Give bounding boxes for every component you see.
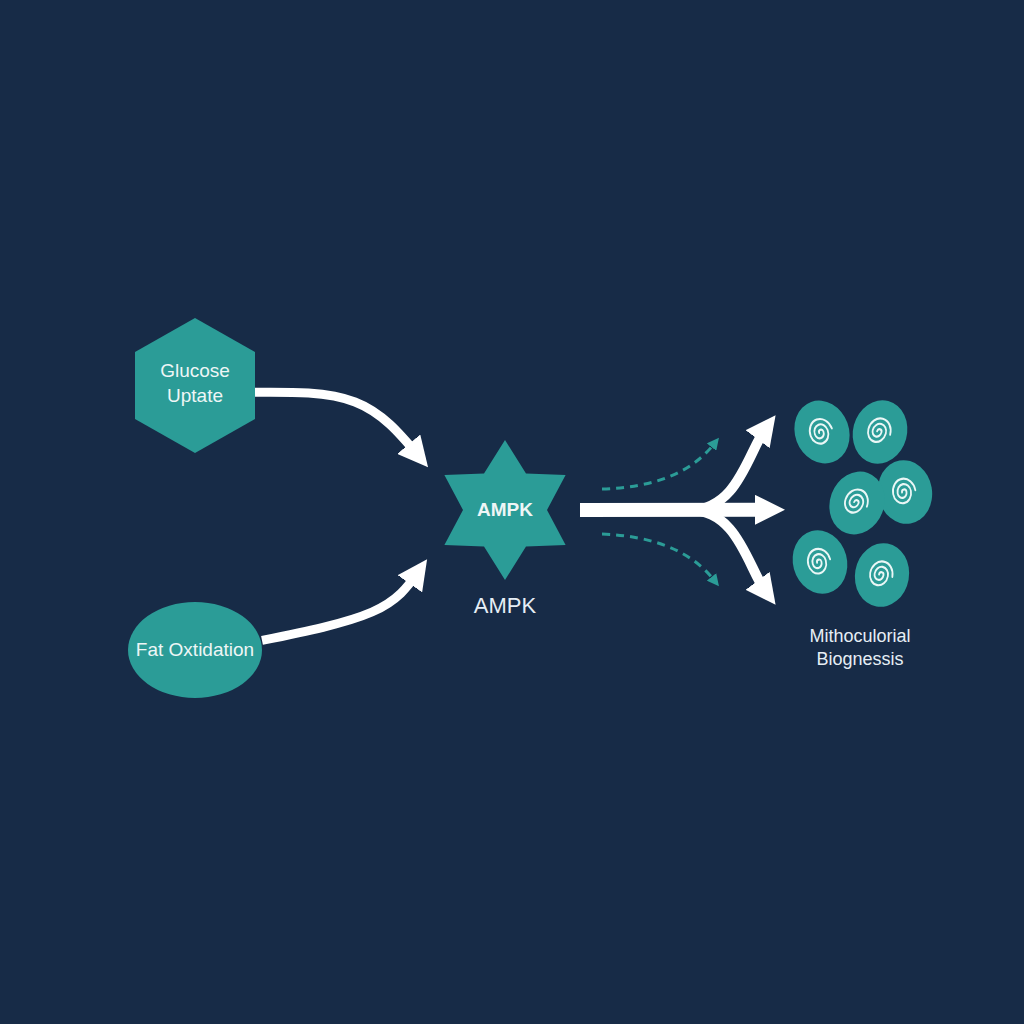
mitochondrion-icon <box>786 393 859 472</box>
flow-arrow <box>262 572 418 640</box>
mitochondria-cluster: Mithoculorial Biognessis <box>785 395 935 600</box>
mitochondrion-cristae <box>891 477 917 505</box>
hexagon-shape <box>135 318 255 453</box>
flow-arrow <box>255 392 418 455</box>
mitochondrion-body <box>846 394 915 470</box>
mitochondrion-body <box>786 524 855 600</box>
star-node: AMPKAMPK <box>430 440 580 580</box>
mitochondrion-icon <box>850 539 914 611</box>
mitochondrion-body <box>821 464 894 543</box>
shape-outline <box>785 395 935 600</box>
ellipse-node: Fat Oxtidation <box>128 602 262 698</box>
mitochondrion-icon <box>846 394 915 470</box>
mitochondrion-body <box>850 539 914 611</box>
mitochondrion-cristae <box>805 546 833 575</box>
ellipse-shape <box>128 602 262 698</box>
node-label: Glucose Uptate <box>143 318 247 450</box>
mitochondrion-cristae <box>868 560 894 588</box>
mitochondrion-cristae <box>842 486 871 517</box>
node-label: Fat Oxtidation <box>135 602 255 698</box>
edge-group <box>255 392 769 640</box>
mitochondrion-icon <box>786 524 855 600</box>
hexagon-node: Glucose Uptate <box>135 318 255 453</box>
mitochondrion-cristae <box>866 416 894 445</box>
flow-arrow <box>580 503 769 517</box>
mitochondrion-body <box>786 393 859 472</box>
branch-arrow <box>690 428 766 510</box>
dashed-arrow <box>602 534 714 580</box>
branch-arrow <box>690 510 766 592</box>
mitochondrion-icon <box>821 464 894 543</box>
dashed-arrow <box>602 444 714 489</box>
node-caption: AMPK <box>430 590 580 622</box>
node-label: AMPK <box>430 440 580 580</box>
node-caption: Mithoculorial Biognessis <box>770 623 950 673</box>
mitochondrion-cristae <box>806 416 835 447</box>
